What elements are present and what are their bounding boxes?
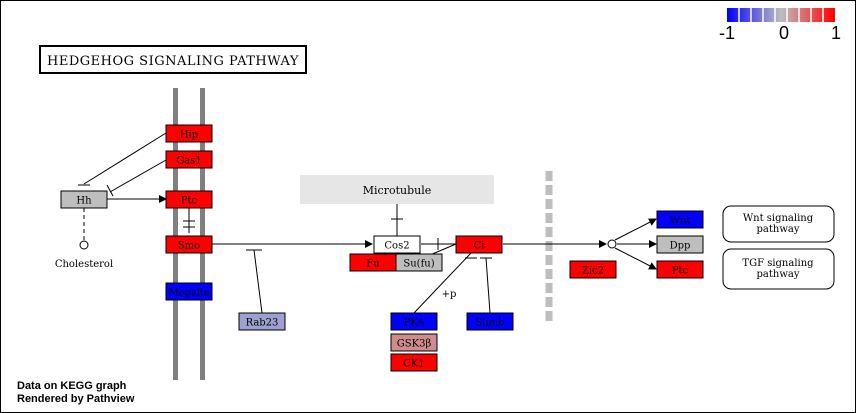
title-box [39, 45, 307, 74]
cholesterol-label: Cholesterol [55, 259, 113, 270]
microtubule-box [300, 175, 494, 204]
gene-node-rab23[interactable]: Rab23 [238, 312, 286, 331]
legend-gradient [727, 8, 835, 22]
gene-box-hip [165, 124, 213, 143]
gene-node-sufu[interactable]: Su(fu) [395, 253, 443, 272]
phosphorylation-label: +p [442, 289, 457, 300]
gene-label-rab23: Rab23 [246, 318, 279, 329]
gene-box-ck1 [390, 353, 438, 372]
gene-label-dpp: Dpp [670, 241, 691, 252]
gene-label-sufu: Su(fu) [403, 259, 434, 270]
cholesterol-node [79, 240, 89, 250]
gene-box-slimb [466, 312, 514, 331]
gene-label-pka: PKA [403, 318, 425, 329]
gene-box-hh [60, 190, 108, 209]
gene-label-ptc: Ptc [181, 196, 198, 207]
membrane-left [173, 88, 178, 380]
gene-box-ci [455, 235, 503, 254]
gene-node-ck1[interactable]: CK1 [390, 353, 438, 372]
edges [78, 132, 657, 314]
gene-node-zic2[interactable]: Zic2 [569, 260, 617, 279]
gene-node-smo[interactable]: Smo [165, 235, 213, 254]
gene-label-megalin: Megalin [168, 288, 210, 299]
membrane-right [200, 88, 205, 380]
gene-box-megalin [165, 282, 213, 301]
gene-node-slimb[interactable]: Slimb [466, 312, 514, 331]
gene-label-ck1: CK1 [403, 359, 424, 370]
gene-label-slimb: Slimb [475, 318, 504, 329]
tgf-pathway-link[interactable] [722, 248, 835, 290]
gene-node-hip[interactable]: Hip [165, 124, 213, 143]
gene-node-cos2[interactable]: Cos2 [373, 235, 421, 254]
gene-label-ptc-out: Ptc [672, 266, 689, 277]
legend-min-label: -1 [719, 23, 735, 43]
gene-label-zic2: Zic2 [582, 266, 604, 277]
gene-node-ci[interactable]: Ci [455, 235, 503, 254]
target-gene-junction [607, 239, 617, 249]
gene-label-cos2: Cos2 [384, 241, 409, 252]
footer-line-2: Rendered by Pathview [17, 393, 135, 405]
gene-node-ptc[interactable]: Ptc [165, 190, 213, 209]
gene-label-gas1: Gas1 [176, 156, 201, 167]
microtubule-label: Microtubule [363, 184, 431, 197]
wnt-pathway-link[interactable] [722, 205, 835, 243]
gene-node-gas1[interactable]: Gas1 [165, 150, 213, 169]
gene-label-ci: Ci [474, 241, 485, 252]
gene-box-cos2 [373, 235, 421, 254]
gene-label-fu: Fu [366, 259, 380, 270]
gene-box-dpp [656, 235, 704, 254]
footer-line-1: Data on KEGG graph [17, 380, 127, 392]
gene-label-hip: Hip [180, 130, 198, 141]
gene-box-rab23 [238, 312, 286, 331]
gene-box-ptc [165, 190, 213, 209]
gene-box-smo [165, 235, 213, 254]
gene-box-pka [390, 312, 438, 331]
gene-box-ptc-out [656, 260, 704, 279]
gene-node-wnt[interactable]: Wnt [656, 210, 704, 229]
gene-box-sufu [395, 253, 443, 272]
gene-node-pka[interactable]: PKA [390, 312, 438, 331]
gene-node-megalin[interactable]: Megalin [165, 282, 213, 301]
gene-node-hh[interactable]: Hh [60, 190, 108, 209]
gene-label-smo: Smo [178, 241, 200, 252]
legend-max-label: 1 [831, 23, 841, 43]
gene-node-ptc-out[interactable]: Ptc [656, 260, 704, 279]
gene-box-wnt [656, 210, 704, 229]
gene-node-gsk3b[interactable]: GSK3β [390, 333, 438, 352]
gene-box-zic2 [569, 260, 617, 279]
pathway-title: HEDGEHOG SIGNALING PATHWAY [47, 54, 299, 69]
gene-label-hh: Hh [76, 196, 92, 207]
gene-node-dpp[interactable]: Dpp [656, 235, 704, 254]
gene-node-fu[interactable]: Fu [349, 253, 397, 272]
legend-mid-label: 0 [779, 23, 789, 43]
gene-box-gas1 [165, 150, 213, 169]
color-legend: -1 0 1 [719, 8, 841, 43]
gene-box-gsk3b [390, 333, 438, 352]
gene-label-gsk3b: GSK3β [397, 339, 432, 350]
gene-label-wnt: Wnt [670, 216, 691, 227]
